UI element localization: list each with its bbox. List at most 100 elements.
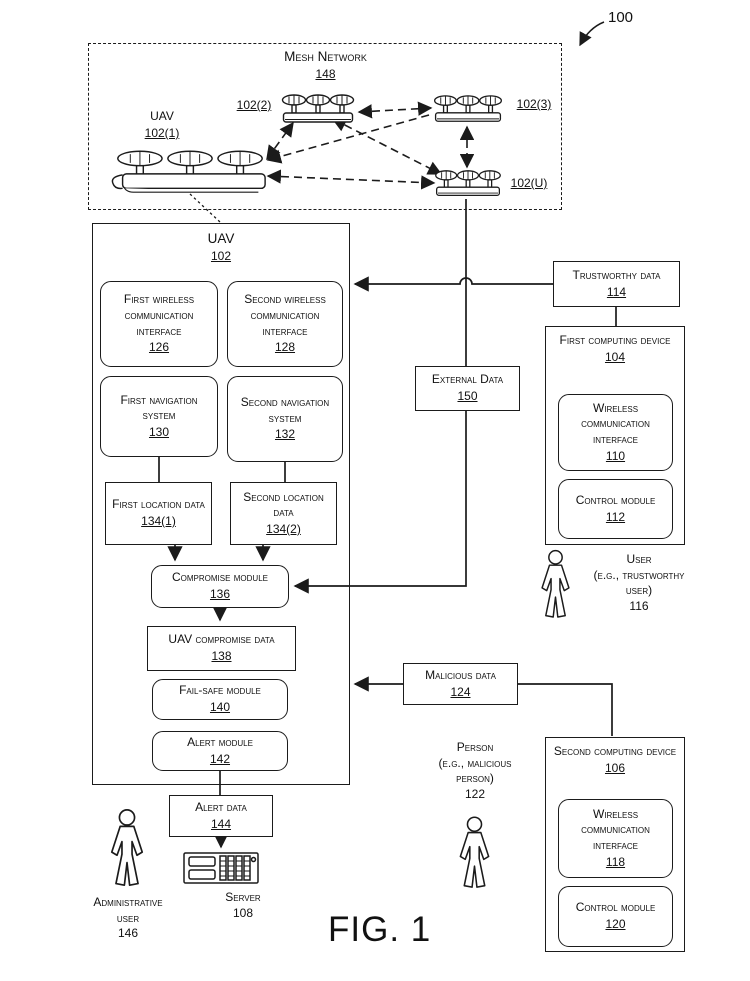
- second-wireless-interface-label: Second wireless communication interface: [244, 292, 326, 338]
- first-navigation-system-box: First navigation system 130: [100, 376, 218, 457]
- fcd-control-module-ref: 112: [605, 509, 626, 524]
- server-name: Server: [225, 890, 261, 904]
- malicious-person-label: Person (e.g., malicious person) 122: [423, 740, 527, 802]
- scd-control-module-label: Control module: [575, 900, 656, 915]
- trustworthy-data-label: Trustworthy data: [572, 267, 661, 282]
- scd-wireless-interface-ref: 118: [605, 854, 626, 869]
- fcd-control-module-box: Control module 112: [558, 479, 673, 539]
- first-wireless-interface-box: First wireless communication interface 1…: [100, 281, 218, 367]
- admin-user-line1: Administrative: [93, 895, 163, 909]
- first-wireless-interface-label: First wireless communication interface: [123, 292, 195, 338]
- scd-control-module-box: Control module 120: [558, 886, 673, 947]
- admin-user-label: Administrative user 146: [80, 895, 176, 942]
- scd-control-module-ref: 120: [605, 917, 626, 931]
- alert-data-box: Alert data 144: [169, 795, 273, 837]
- admin-user-icon: [110, 809, 144, 887]
- malicious-person-line1: Person: [456, 740, 494, 754]
- second-navigation-system-box: Second navigation system 132: [227, 376, 343, 462]
- uav-102-2-label: 102(2): [226, 98, 282, 114]
- uav-box-title: UAV: [207, 231, 235, 246]
- fcd-wireless-interface-box: Wireless communication interface 110: [558, 394, 673, 471]
- second-location-data-ref: 134(2): [266, 521, 301, 536]
- compromise-module-box: Compromise module 136: [151, 565, 289, 608]
- second-wireless-interface-box: Second wireless communication interface …: [227, 281, 343, 367]
- first-computing-device-ref: 104: [604, 349, 626, 364]
- trustworthy-data-ref: 114: [606, 284, 627, 299]
- trustworthy-user-ref: 116: [629, 598, 649, 613]
- scd-wireless-interface-label: Wireless communication interface: [581, 806, 650, 852]
- external-data-label: External Data: [431, 372, 504, 387]
- second-location-data-label: Second location data: [243, 489, 324, 520]
- compromise-module-label: Compromise module: [171, 570, 268, 585]
- uav-102-u-ref: 102(U): [510, 176, 548, 190]
- alert-module-ref: 142: [209, 751, 231, 766]
- trustworthy-user-icon: [541, 549, 570, 618]
- fcd-wireless-interface-ref: 110: [605, 448, 626, 463]
- uav-102-2-ref: 102(2): [236, 98, 272, 112]
- malicious-data-ref: 124: [450, 684, 471, 699]
- figure-ref-number: 100: [608, 9, 634, 26]
- uav-102-3-drone-icon: [433, 95, 503, 122]
- malicious-person-icon: [459, 816, 490, 888]
- second-wireless-interface-ref: 128: [274, 340, 296, 355]
- fail-safe-module-box: Fail-safe module 140: [152, 679, 288, 720]
- uav-102-1-drone-icon: [111, 150, 266, 193]
- alert-module-label: Alert module: [187, 734, 253, 749]
- uav-102-1-ref: 102(1): [144, 125, 180, 140]
- alert-module-box: Alert module 142: [152, 731, 288, 771]
- second-computing-device-ref: 106: [604, 760, 626, 775]
- fail-safe-module-ref: 140: [209, 700, 231, 714]
- trustworthy-user-line3: user): [625, 583, 653, 598]
- uav-box-ref: 102: [210, 248, 232, 263]
- uav-102-1-label: UAV 102(1): [127, 109, 197, 141]
- mesh-network-label: Mesh Network 148: [253, 48, 398, 82]
- trustworthy-user-label: User (e.g., trustworthy user) 116: [587, 552, 691, 614]
- first-location-data-label: First location data: [112, 497, 205, 512]
- uav-102-3-ref: 102(3): [516, 97, 552, 111]
- first-location-data-ref: 134(1): [141, 514, 176, 528]
- uav-102-3-label: 102(3): [506, 97, 562, 113]
- mesh-network-ref: 148: [315, 66, 336, 81]
- compromise-module-ref: 136: [209, 587, 231, 601]
- external-data-box: External Data 150: [415, 366, 520, 411]
- uav-compromise-data-ref: 138: [211, 649, 232, 663]
- second-navigation-system-ref: 132: [274, 427, 296, 442]
- uav-102-1-title: UAV: [150, 109, 174, 123]
- figure-caption: FIG. 1: [328, 910, 432, 949]
- external-data-ref: 150: [457, 389, 478, 403]
- trustworthy-user-line1: User: [626, 552, 652, 566]
- malicious-person-line3: person): [456, 771, 494, 786]
- admin-user-line2: user: [116, 910, 140, 925]
- fcd-wireless-interface-label: Wireless communication interface: [581, 400, 650, 446]
- malicious-person-ref: 122: [464, 786, 486, 801]
- uav-102-u-drone-icon: [435, 170, 501, 196]
- second-location-data-box: Second location data 134(2): [230, 482, 337, 545]
- server-ref: 108: [232, 905, 254, 920]
- first-wireless-interface-ref: 126: [148, 340, 170, 355]
- mesh-network-box: [88, 43, 562, 210]
- uav-compromise-data-box: UAV compromise data 138: [147, 626, 296, 671]
- admin-user-ref: 146: [117, 926, 139, 941]
- scd-wireless-interface-box: Wireless communication interface 118: [558, 799, 673, 878]
- trustworthy-user-line2: (e.g., trustworthy: [593, 567, 685, 582]
- uav-102-u-label: 102(U): [501, 176, 557, 192]
- alert-data-label: Alert data: [195, 799, 247, 814]
- uav-compromise-data-label: UAV compromise data: [168, 632, 275, 647]
- fcd-control-module-label: Control module: [575, 492, 656, 507]
- second-computing-device-title: Second computing device: [553, 744, 677, 758]
- trustworthy-data-box: Trustworthy data 114: [553, 261, 680, 307]
- alert-data-ref: 144: [210, 816, 232, 831]
- malicious-person-line2: (e.g., malicious: [438, 755, 512, 770]
- server-label: Server 108: [217, 890, 269, 921]
- uav-102-2-drone-icon: [281, 94, 355, 123]
- figure-ref: 100: [608, 9, 652, 26]
- second-navigation-system-label: Second navigation system: [240, 395, 330, 425]
- first-navigation-system-label: First navigation system: [120, 392, 198, 423]
- fail-safe-module-label: Fail-safe module: [179, 683, 261, 698]
- first-navigation-system-ref: 130: [148, 424, 170, 439]
- malicious-data-label: Malicious data: [425, 667, 496, 682]
- uav-box: UAV 102: [92, 223, 350, 785]
- malicious-data-box: Malicious data 124: [403, 663, 518, 705]
